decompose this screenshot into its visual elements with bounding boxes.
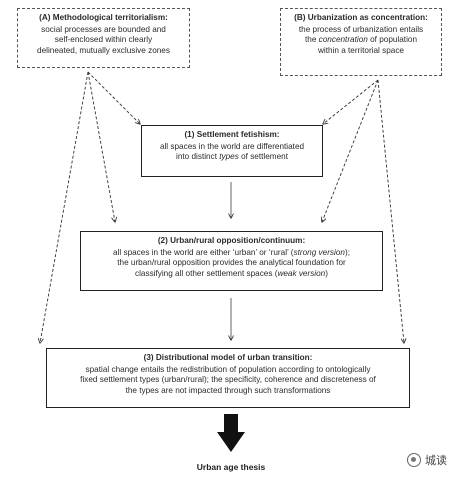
box-2-line-3-emphasis: weak version [277,268,326,278]
arrow-a-to-3 [40,71,89,343]
box-b-line-2-emphasis: concentration [318,35,368,45]
box-2-line-1-pre: all spaces in the world are either ‘urba… [113,247,294,257]
box-2-line-1-post: ); [344,247,350,257]
arrow-b-to-2 [322,79,379,222]
box-1-line-1: all spaces in the world are differentiat… [159,141,305,151]
box-3-line-1: spatial change entails the redistributio… [85,364,371,374]
arrow-b-to-1 [323,79,379,124]
box-b-line-1: the process of urbanization entails [298,24,424,34]
box-1-settlement-fetishism: (1) Settlement fetishism: all spaces in … [141,125,323,177]
watermark: 城读 [407,452,447,468]
arrow-b-to-3 [377,79,404,343]
box-b-line-2-post: of population [367,35,417,45]
box-a-methodological-territorialism: (A) Methodological territorialism: socia… [17,8,190,68]
box-1-title: (1) Settlement fetishism: [184,130,280,139]
box-b-line-2-pre: the [304,35,319,45]
arrow-a-to-1 [87,71,140,124]
urban-age-thesis-label: Urban age thesis [196,462,266,472]
watermark-text: 城读 [425,455,447,467]
watermark-logo-icon [407,453,421,467]
box-2-line-3-post: ) [325,268,328,278]
box-3-line-2: fixed settlement types (urban/rural); th… [80,375,376,385]
box-1-line-2-pre: into distinct [176,152,220,162]
box-a-line-1: social processes are bounded and [41,24,166,34]
box-2-urban-rural-opposition: (2) Urban/rural opposition/continuum: al… [80,231,383,291]
box-b-line-3: within a territorial space [317,45,404,55]
box-3-distributional-model: (3) Distributional model of urban transi… [46,348,410,408]
box-2-line-1-emphasis: strong version [293,247,345,257]
box-a-line-2: self-enclosed within clearly [54,35,153,45]
box-a-line-3: delineated, mutually exclusive zones [37,45,170,55]
box-1-line-2-emphasis: types [219,152,239,162]
box-a-title: (A) Methodological territorialism: [39,13,168,22]
big-arrow-to-conclusion [217,414,245,452]
box-3-line-3: the types are not impacted through such … [125,385,331,395]
box-2-line-2: the urban/rural opposition provides the … [117,258,346,268]
box-b-urbanization-as-concentration: (B) Urbanization as concentration: the p… [280,8,442,76]
box-b-title: (B) Urbanization as concentration: [294,13,428,22]
box-2-line-3-pre: classifying all other settlement spaces … [135,268,278,278]
arrow-a-to-2 [87,71,115,222]
box-2-title: (2) Urban/rural opposition/continuum: [157,236,306,245]
box-1-line-2-post: of settlement [238,152,288,162]
box-3-title: (3) Distributional model of urban transi… [143,353,313,362]
